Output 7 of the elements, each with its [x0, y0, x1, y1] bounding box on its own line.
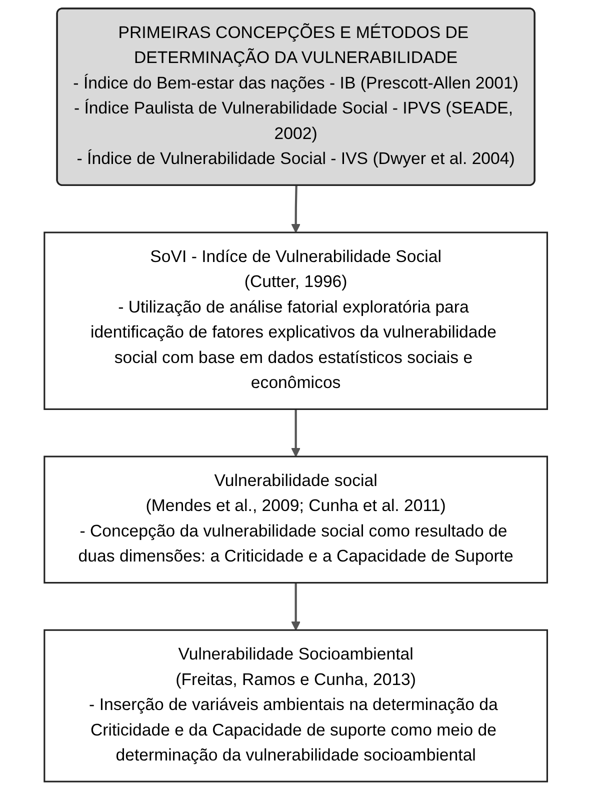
arrow — [291, 186, 301, 233]
arrow — [291, 582, 301, 630]
node-box — [44, 232, 548, 410]
flowchart-diagram: PRIMEIRAS CONCEPÇÕES E MÉTODOS DE DETERMINAÇÃO DA VULNERABILIDADE - Índice do Bem-estar das nações - IB (Prescott-Allen 2001) - Índice Paulista de Vulnerabilidade Social - IPVS (SEADE, 2002) - Índice de Vulnerabilidade Social - IVS (Dwyer et al. 2004) SoVI - Indíce de Vulnerabilidade Social (Cutter, 1996) - Utilização de análise fatorial exploratória para identificação de fatores explicativos da vulnerabilidade social com base em dados estatísticos sociais e econômicos Vulnerabilidade social (Mendes et al., 2009; Cunha et al. 2011) - Concepção da vulnerabilidade social como resultado de duas dimensões: a Criticidade e a Capacidade de Suporte Vulnerabilidade Socioambiental (Freitas, Ramos e Cunha, 2013) - Inserção de variáveis ambientais na determinação da Criticidade e da Capacidade de suporte como meio de determinação da vulnerabilidade socioambiental — [36, 0, 556, 790]
arrow — [291, 409, 301, 457]
node-box — [44, 629, 548, 782]
node-box — [44, 456, 548, 584]
